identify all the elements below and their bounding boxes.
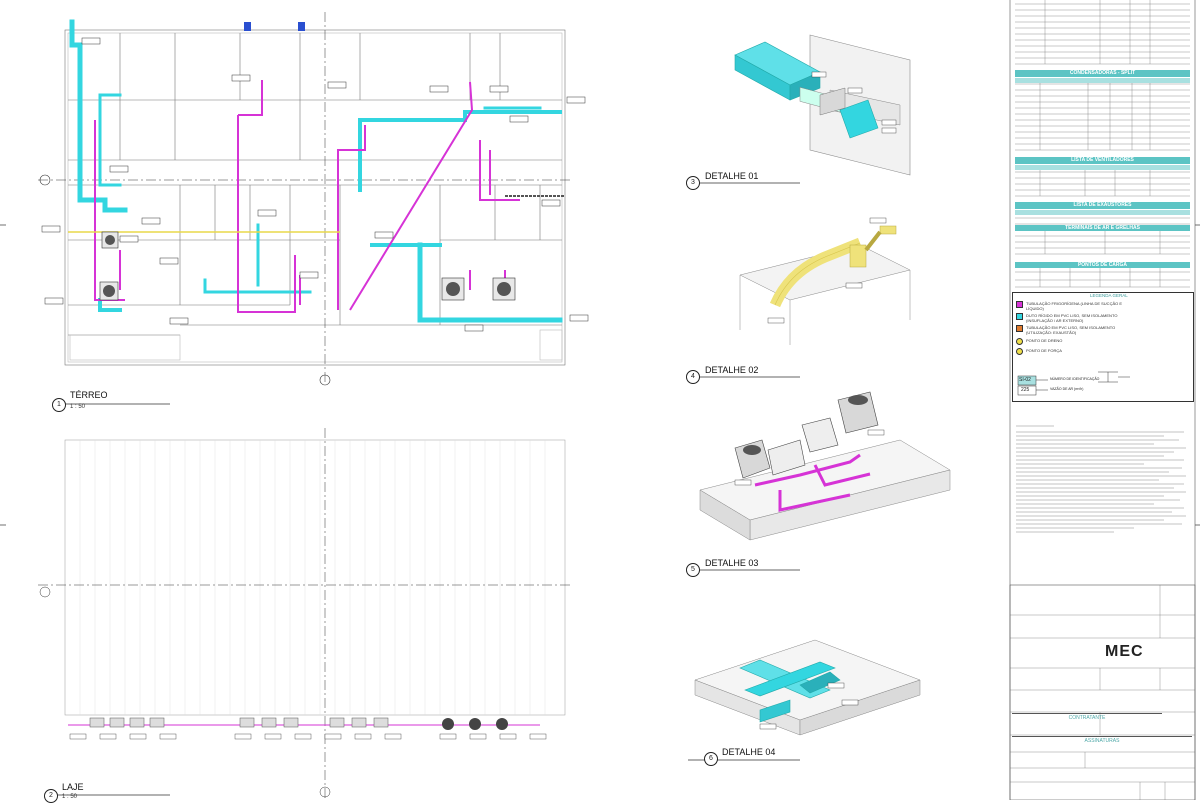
legend-panel (1012, 292, 1194, 402)
plan-units (99, 22, 516, 301)
terreo-plan (38, 12, 570, 386)
view-number-6: 6 (704, 752, 718, 766)
refrigerant-lines (94, 80, 520, 313)
exhaust-swatch (1016, 325, 1023, 332)
legend-item-drain: PONTO DE DRENO (1016, 338, 1136, 345)
power-point-icon (1016, 348, 1023, 355)
view-title-terreo: TÉRREO (70, 390, 108, 400)
contratante-label: CONTRATANTE (1012, 713, 1162, 721)
exaustores-table-title: LISTA DE EXAUSTORES (1015, 202, 1190, 209)
tag-value: 225 (1021, 387, 1030, 393)
view-number-4: 4 (686, 370, 700, 384)
condensadoras-table-title: CONDENSADORAS - SPLIT (1015, 70, 1190, 77)
exaustores-table-subheader (1015, 210, 1190, 215)
legend-item-refrigerant: TUBULAÇÃO FRIGORÍGENA (LINHA DE SUCÇÃO E… (1016, 301, 1136, 311)
legend-item-duct: DUTO RÍGIDO EM PVC LISO, SEM ISOLAMENTO … (1016, 313, 1136, 323)
assinaturas-label: ASSINATURAS (1012, 736, 1192, 744)
drain-point-icon (1016, 338, 1023, 345)
view-title-laje: LAJE (62, 782, 84, 792)
detail-04 (694, 639, 921, 736)
view-number-2: 2 (44, 789, 58, 803)
view-title-detalhe-02: DETALHE 02 (705, 365, 759, 375)
view-title-detalhe-01: DETALHE 01 (705, 171, 759, 181)
view-number-1: 1 (52, 398, 66, 412)
terminais-table-title: TERMINAIS DE AR E GRELHAS (1015, 225, 1190, 231)
view-number-5: 5 (686, 563, 700, 577)
view-title-detalhe-04: DETALHE 04 (722, 747, 776, 757)
tag-symbol (1017, 371, 1130, 396)
ventiladores-table-title: LISTA DE VENTILADORES (1015, 157, 1190, 164)
laje-condensers (68, 717, 547, 740)
general-notes-block (1016, 425, 1186, 533)
tag-code: SI-02 (1019, 377, 1031, 383)
detail-03 (699, 391, 951, 541)
duct-swatch (1016, 313, 1023, 320)
view-title-detalhe-03: DETALHE 03 (705, 558, 759, 568)
cargas-table-title: PONTOS DE CARGA (1015, 262, 1190, 268)
plan-tags (41, 37, 589, 332)
detail-02 (739, 217, 911, 345)
legend-title: LEGENDA GERAL (1090, 293, 1128, 298)
tag-flow-label: VAZÃO DE AR (m³/h) (1050, 387, 1084, 391)
legend-item-exhaust: TUBULAÇÃO EM PVC LISO, SEM ISOLAMENTO (U… (1016, 325, 1136, 335)
condensadoras-table-subheader (1015, 78, 1190, 83)
view-scale-terreo: 1 : 50 (70, 404, 86, 410)
ventiladores-table-subheader (1015, 165, 1190, 170)
tag-id-label: NÚMERO DE IDENTIFICAÇÃO (1050, 377, 1100, 381)
detail-01 (734, 34, 911, 176)
company-logo: MEC (1105, 643, 1144, 660)
laje-plan (38, 428, 570, 800)
view-scale-laje: 1 : 50 (62, 794, 78, 800)
view-number-3: 3 (686, 176, 700, 190)
duct-runs (69, 19, 563, 323)
refrigerant-swatch (1016, 301, 1023, 308)
legend-item-power: PONTO DE FORÇA (1016, 348, 1136, 355)
